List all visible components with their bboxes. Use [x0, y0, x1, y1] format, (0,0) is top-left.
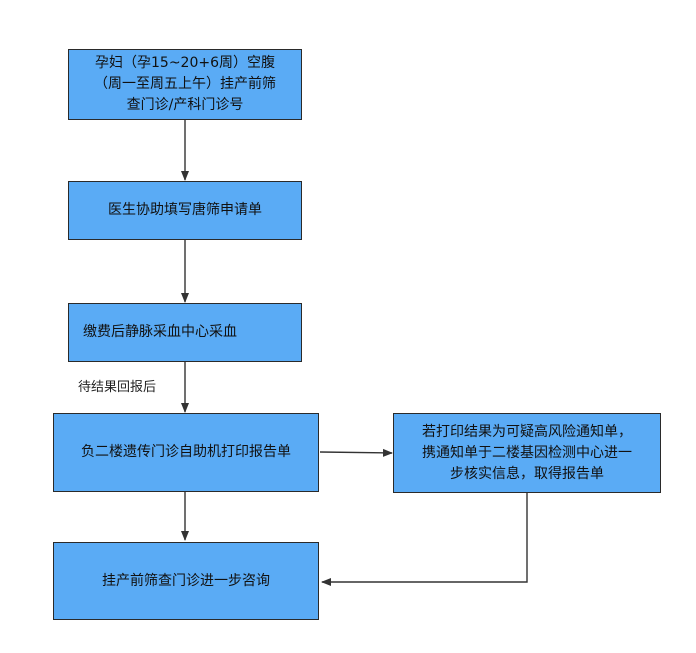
arrow-step5-to-step6	[321, 493, 528, 586]
arrow-step4-to-step5	[319, 448, 393, 457]
step4-box: 负二楼遗传门诊自助机打印报告单	[53, 413, 319, 492]
step2-box: 医生协助填写唐筛申请单	[68, 181, 302, 240]
step3-text: 缴费后静脉采血中心采血	[83, 324, 237, 340]
step5-line-1: 若打印结果为可疑高风险通知单，	[422, 423, 632, 440]
step5-line-3: 步核实信息，取得报告单	[450, 465, 604, 482]
step1-line-1: 孕妇（孕15~20+6周）空腹	[95, 55, 275, 71]
step5-line-2: 携通知单于二楼基因检测中心进一	[422, 444, 632, 461]
step5-box: 若打印结果为可疑高风险通知单， 携通知单于二楼基因检测中心进一 步核实信息，取得…	[393, 413, 661, 493]
step4-text: 负二楼遗传门诊自助机打印报告单	[81, 444, 291, 460]
step6-text: 挂产前筛查门诊进一步咨询	[102, 572, 270, 589]
wait-result-label: 待结果回报后	[78, 380, 157, 395]
step6-box: 挂产前筛查门诊进一步咨询	[53, 542, 319, 620]
step3-box: 缴费后静脉采血中心采血	[68, 303, 302, 362]
step2-text: 医生协助填写唐筛申请单	[108, 202, 262, 218]
step1-line-3: 查门诊/产科门诊号	[126, 97, 244, 113]
step1-box: 孕妇（孕15~20+6周）空腹 （周一至周五上午）挂产前筛 查门诊/产科门诊号	[68, 49, 302, 120]
step1-line-2: （周一至周五上午）挂产前筛	[94, 76, 276, 92]
